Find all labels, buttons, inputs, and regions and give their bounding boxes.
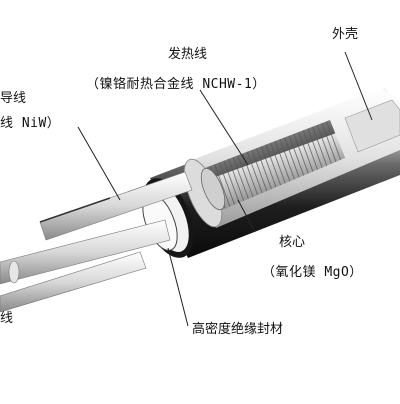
label-heating-wire-detail: （镍铬耐热合金线 NCHW-1） xyxy=(86,77,266,92)
label-lead-wire: 导线 xyxy=(0,91,27,106)
label-core: 核心 xyxy=(279,235,306,250)
inner-rod xyxy=(344,99,400,153)
leader-core xyxy=(237,199,256,233)
leader-seal xyxy=(167,247,189,327)
lead-wire-lower xyxy=(0,219,171,285)
leader-heating-wire xyxy=(199,89,249,166)
label-seal: 高密度绝缘封材 xyxy=(192,322,284,337)
label-core-detail: （氧化镁 MgO） xyxy=(262,265,363,280)
label-left-partial: 线 xyxy=(0,311,14,326)
lead-wire-upper xyxy=(39,171,193,241)
leader-shell xyxy=(344,51,373,121)
leader-lines xyxy=(77,51,373,327)
label-heating-wire: 发热线 xyxy=(168,47,208,62)
heating-coil xyxy=(200,120,345,211)
lead-wire-bottom xyxy=(0,251,147,313)
label-shell: 外壳 xyxy=(332,27,359,42)
leader-lead-wire xyxy=(77,126,121,201)
label-lead-wire-detail: 线 NiW） xyxy=(0,116,61,131)
